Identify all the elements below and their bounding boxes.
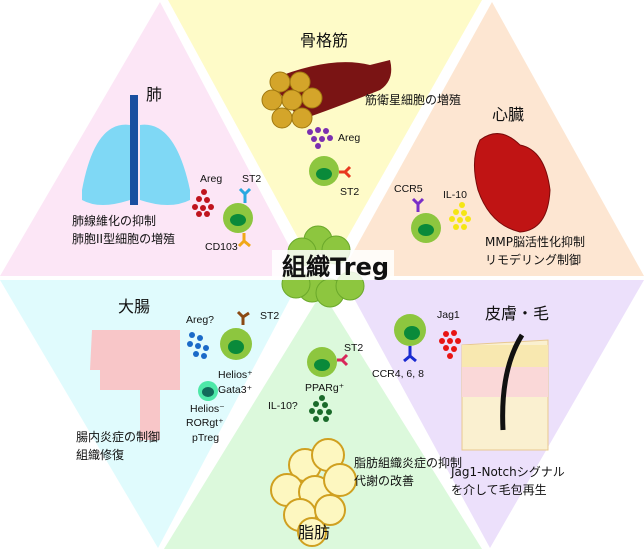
fat-section — [164, 292, 482, 549]
fat-st2-label: ST2 — [344, 342, 363, 354]
colon-gata3-label: Gata3⁺ — [218, 384, 253, 396]
skin-desc-1: Jag1-Notchシグナル — [450, 465, 565, 479]
jag1-dots-skin — [439, 330, 461, 359]
skin-title: 皮膚・毛 — [485, 304, 549, 323]
lung-desc-2: 肺胞II型細胞の増殖 — [72, 231, 175, 246]
colon-title: 大腸 — [118, 297, 150, 316]
st2-receptor-muscle — [339, 165, 352, 179]
muscle-illustration: 筋衛星細胞の増殖 — [261, 60, 461, 129]
lung-cd103-label: CD103 — [205, 241, 238, 253]
il10-dots-fat — [309, 395, 332, 422]
center-label-bg — [272, 250, 394, 280]
heart-il10-label: IL-10 — [443, 189, 467, 201]
skin-desc-2: を介して毛包再生 — [451, 483, 547, 497]
cd103-receptor-lung — [237, 233, 251, 248]
il10-dots-heart — [449, 202, 471, 230]
st2-receptor-fat — [337, 353, 349, 367]
lung-areg-label: Areg — [200, 173, 222, 185]
colon-st2-label: ST2 — [260, 310, 279, 322]
colon-desc-2: 組織修復 — [76, 447, 124, 462]
treg-cell-fat — [307, 347, 337, 377]
areg-dots-muscle — [307, 127, 333, 149]
muscle-section — [168, 0, 482, 282]
treg-cell-heart — [411, 213, 441, 243]
colon-desc-1: 腸内炎症の制御 — [76, 429, 160, 444]
areg-dots-lung — [192, 189, 214, 217]
heart-desc-1: MMP脳活性化抑制 — [485, 234, 585, 249]
adipocyte-illustration — [270, 438, 357, 547]
colon-ptreg-rorgt-label: RORgt⁺ — [186, 417, 224, 429]
muscle-st2-label: ST2 — [340, 186, 359, 198]
fat-desc-2: 代謝の改善 — [354, 473, 414, 488]
skin-hair-illustration — [461, 333, 549, 451]
st2-receptor-colon — [236, 310, 250, 325]
heart-illustration — [474, 133, 551, 233]
muscle-title: 骨格筋 — [300, 31, 348, 50]
colon-areg-label: Areg? — [186, 314, 214, 326]
colon-ptreg-helios-label: Helios⁻ — [190, 403, 225, 415]
colon-illustration — [90, 330, 180, 440]
muscle-desc-1: 筋衛星細胞の増殖 — [365, 92, 461, 107]
lung-st2-label: ST2 — [242, 173, 261, 185]
skin-ccr-label: CCR4, 6, 8 — [372, 368, 424, 380]
center-label: 組織Treg — [282, 253, 389, 281]
fat-title: 脂肪 — [298, 523, 330, 542]
ccr5-receptor-heart — [411, 197, 425, 212]
fat-desc-1: 脂肪組織炎症の抑制 — [354, 455, 462, 470]
colon-helios-label: Helios⁺ — [218, 369, 253, 381]
heart-desc-2: リモデリング制御 — [485, 252, 581, 267]
colon-ptreg-label: pTreg — [192, 432, 219, 444]
fat-pparg-label: PPARg⁺ — [305, 382, 345, 394]
lung-illustration — [82, 95, 190, 205]
heart-title: 心臓 — [492, 105, 524, 124]
skin-jag1-label: Jag1 — [437, 309, 460, 321]
st2-receptor-lung — [238, 187, 252, 203]
treg-cell-skin — [394, 314, 426, 346]
lung-desc-1: 肺線維化の抑制 — [72, 213, 156, 228]
treg-cell-muscle — [309, 156, 339, 186]
heart-ccr5-label: CCR5 — [394, 183, 423, 195]
ptreg-cell-colon — [198, 381, 218, 401]
areg-dots-colon — [187, 332, 209, 359]
lung-title: 肺 — [146, 85, 162, 104]
treg-cell-colon — [220, 328, 252, 360]
ccr-receptor-skin — [403, 346, 417, 363]
treg-cell-lung — [223, 203, 253, 233]
muscle-areg-label: Areg — [338, 132, 360, 144]
fat-il10-label: IL-10? — [268, 400, 298, 412]
